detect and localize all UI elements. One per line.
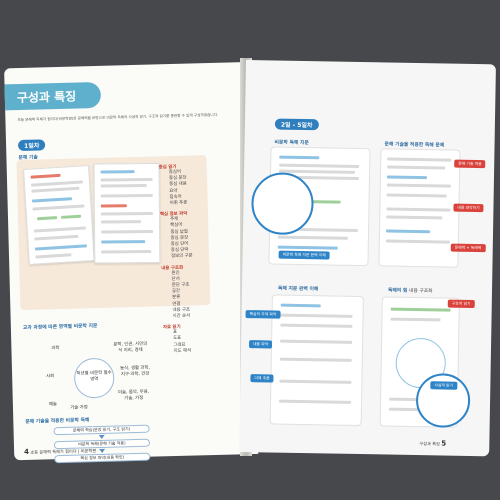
page-number-left: 4 — [24, 447, 30, 456]
skill-item: 어휘 추론 — [169, 200, 188, 207]
card-questions — [378, 148, 461, 268]
tag-grasp: 내용 파악하기 — [453, 203, 484, 213]
node-desc-3: 미술, 음악, 무용, 기술, 가정 — [117, 389, 150, 402]
skill-list: 중심 읽기 중심어 중심 문장 중심 내용 요약 접속어 어휘 추론 핵심 정보… — [159, 158, 238, 355]
sample-page-1 — [23, 165, 95, 265]
section-applied: 문해 기술을 적용한 비문학 독해 — [25, 418, 90, 425]
card4-title: 독해의 힘 — [387, 288, 408, 294]
section-curriculum: 교과 과정에 따른 영역별 비문학 지문 — [22, 324, 98, 331]
sample-page-2 — [93, 162, 161, 264]
skill-item: 시간 순서 — [172, 313, 191, 320]
tag-apply: 문해 기술 적용 — [454, 159, 486, 169]
card4-subtitle: 내용 구조화 — [408, 288, 433, 295]
arrow-down-icon — [99, 448, 106, 454]
card-title-understand: 독해 지문 완벽 이해 — [277, 286, 319, 293]
node-desc-1: 문학, 인권, 시민의식 지리, 경제 — [113, 341, 148, 354]
card-title-passage: 비문학 독해 지문 — [274, 140, 309, 147]
page-title: 구성과 특징 — [16, 89, 77, 106]
page-number-right: 5 — [441, 439, 447, 448]
day-pill-2: 2일 - 5일차 — [274, 118, 319, 131]
tag-factual: 사실적 읽기 — [430, 381, 458, 390]
title-band: 구성과 특징 — [4, 81, 102, 111]
card-title-questions: 문해 기술을 적용한 독해 문제 — [384, 142, 445, 149]
right-footer: 구성과 특징 5 — [419, 439, 446, 447]
right-page: 2일 - 5일차 비문학 독해 지문 비문학 독해 지문 완벽 이해 문해 기술… — [239, 60, 496, 457]
node-art: 예술 — [48, 402, 58, 408]
step-1: 문해력 학습(문장 읽기, 구조 읽기) — [53, 424, 150, 436]
card-understand — [269, 294, 364, 427]
skill-item: 지도 해석 — [173, 348, 192, 354]
tag-structure: 구조적 읽기 — [447, 299, 475, 309]
center-label: 학년별 비문학 필수 영역 — [76, 370, 112, 383]
lead-text: 초등 문해력 독해가 힘이다(비문학편)은 문해력을 바탕으로 비문학 독해의 … — [17, 112, 219, 123]
node-tech: 기술·가정 — [70, 405, 88, 411]
left-page: 구성과 특징 초등 문해력 독해가 힘이다(비문학편)은 문해력을 바탕으로 비… — [4, 62, 259, 464]
footer-text-right: 구성과 특징 — [419, 441, 440, 447]
day-pill-1: 1일차 — [17, 139, 46, 152]
tag-infer: 이해 추론 — [250, 374, 274, 383]
node-desc-2: 동식, 생활 과학, 지구·과학, 건강 — [120, 365, 150, 378]
tag-content: 내용 파악 — [248, 340, 273, 349]
node-society: 사회 — [46, 374, 55, 380]
arrow-down-icon — [98, 434, 105, 440]
footer-text-left: 초등 문해력 독해가 힘이다 | 비문학편 — [30, 448, 97, 455]
node-science: 과학 — [51, 346, 60, 352]
tag-literacy: 문해력 + 독해력 — [450, 243, 486, 253]
skill-item: 정보의 구분 — [171, 253, 193, 260]
tag-topic: 핵심의 주제 파악 — [245, 310, 281, 319]
card-title-power: 독해의 힘 내용 구조화 — [388, 287, 433, 295]
card1-tag: 비문학 독해 지문 완벽 이해 — [278, 250, 330, 260]
